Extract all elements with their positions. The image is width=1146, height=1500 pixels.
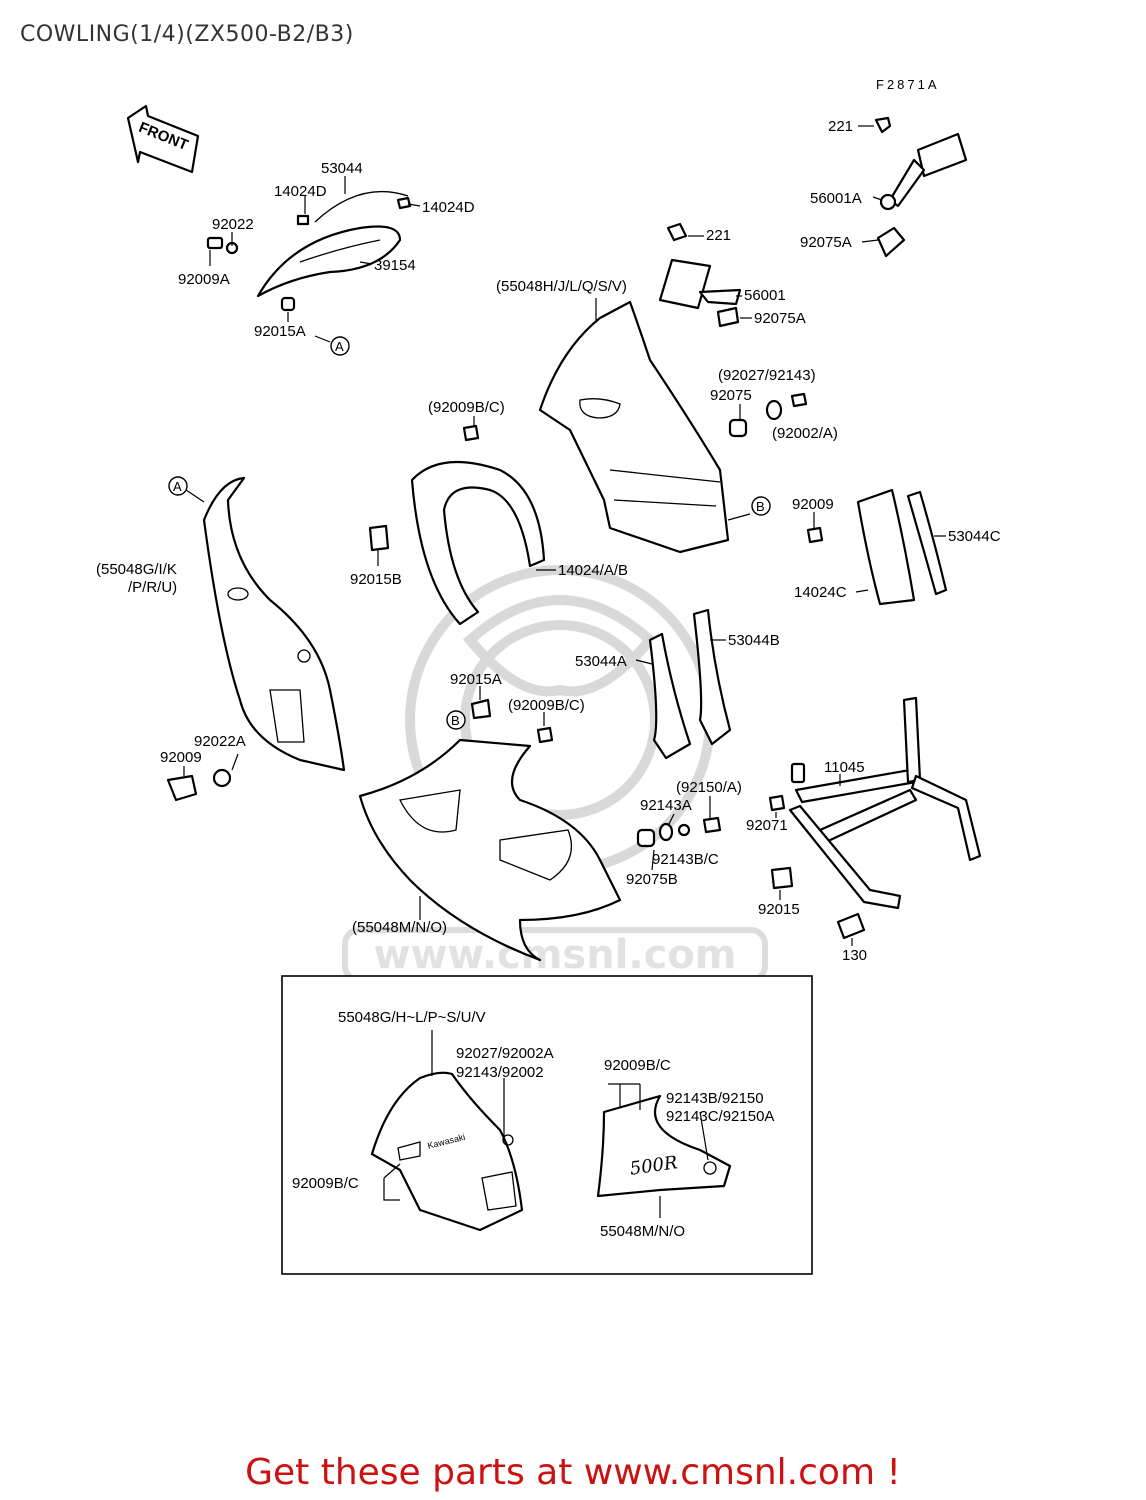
- part-92071: 92071: [746, 817, 788, 834]
- part-14024D-right: 14024D: [422, 199, 475, 216]
- figure-code: F2871A: [876, 77, 940, 92]
- part-221: 221: [706, 227, 731, 244]
- part-53044B: 53044B: [728, 632, 780, 649]
- part-92075B: 92075B: [626, 871, 678, 888]
- part-92022: 92022: [212, 216, 254, 233]
- callout-A-top: A: [330, 336, 350, 356]
- part-14024D-left: 14024D: [274, 183, 327, 200]
- svg-text:B: B: [756, 499, 765, 514]
- page-title: COWLING(1/4)(ZX500-B2/B3): [20, 22, 354, 47]
- part-130: 130: [842, 947, 867, 964]
- part-55048G-line2: /P/R/U): [128, 579, 177, 596]
- inset-ref-a: 92027/92002A: [456, 1045, 554, 1062]
- fasteners-92143-92150: [636, 816, 722, 848]
- part-92150: (92150/A): [676, 779, 742, 796]
- watermark-text: www.cmsnl.com: [374, 932, 737, 978]
- part-92075A: 92075A: [754, 310, 806, 327]
- svg-text:B: B: [451, 713, 460, 728]
- callout-B-top: B: [751, 496, 771, 516]
- inset-ref-b: 92143/92002: [456, 1064, 544, 1081]
- inset-upper-ref: 55048G/H~L/P~S/U/V: [338, 1009, 486, 1026]
- part-92009A: 92009A: [178, 271, 230, 288]
- callout-A-left: A: [168, 476, 188, 496]
- strips-53044AB: [648, 608, 732, 760]
- part-92009BC-mid: (92009B/C): [508, 697, 585, 714]
- side-cowling-left: [202, 476, 346, 772]
- part-92009BC-top: (92009B/C): [428, 399, 505, 416]
- part-92075A-top: 92075A: [800, 234, 852, 251]
- part-55048G-line1: (55048G/I/K: [96, 561, 177, 578]
- part-92009-left: 92009: [160, 749, 202, 766]
- upper-cowling-right: [538, 300, 730, 554]
- inset-upper-cowling: Kawasaki: [370, 1071, 524, 1232]
- part-53044: 53044: [321, 160, 363, 177]
- part-14024C: 14024C: [794, 584, 847, 601]
- part-39154: 39154: [374, 257, 416, 274]
- part-55048H: (55048H/J/L/Q/S/V): [496, 278, 627, 295]
- inset-lower-ref-top: 92009B/C: [604, 1057, 671, 1074]
- part-92015: 92015: [758, 901, 800, 918]
- part-92143A: 92143A: [640, 797, 692, 814]
- inset-ref-c: 92009B/C: [292, 1175, 359, 1192]
- inner-cowling: [410, 460, 546, 626]
- part-92022A: 92022A: [194, 733, 246, 750]
- inset-lower-cowling: 500R: [596, 1094, 732, 1198]
- part-55048MNO: (55048M/N/O): [352, 919, 447, 936]
- inset-lower-ref: 55048M/N/O: [600, 1223, 685, 1240]
- part-221-top: 221: [828, 118, 853, 135]
- part-92027: (92027/92143): [718, 367, 816, 384]
- part-14024AB: 14024/A/B: [558, 562, 628, 579]
- mirror-56001A: [874, 116, 968, 258]
- part-56001: 56001: [744, 287, 786, 304]
- svg-text:A: A: [335, 339, 344, 354]
- part-92075: 92075: [710, 387, 752, 404]
- part-92002: (92002/A): [772, 425, 838, 442]
- windshield-group: [206, 190, 412, 312]
- stay-bracket: [788, 696, 982, 910]
- inset-lower-ref-b: 92143B/92150: [666, 1090, 764, 1107]
- part-92015A-mid: 92015A: [450, 671, 502, 688]
- part-92015B: 92015B: [350, 571, 402, 588]
- svg-text:A: A: [173, 479, 182, 494]
- exploded-parts-diagram: www.cmsnl.com F2871A FRONT 53044 14024D …: [96, 77, 1001, 1275]
- part-11045: 11045: [824, 759, 865, 776]
- part-53044C: 53044C: [948, 528, 1001, 545]
- lower-cowling: [358, 738, 622, 962]
- footer-promo-link[interactable]: Get these parts at www.cmsnl.com !: [245, 1452, 901, 1493]
- fasteners-92027-92002: [728, 392, 808, 438]
- callout-B-lower: B: [446, 710, 466, 730]
- mirror-56001: [658, 222, 742, 328]
- part-53044A: 53044A: [575, 653, 627, 670]
- part-56001A: 56001A: [810, 190, 862, 207]
- front-arrow-icon: FRONT: [126, 104, 200, 174]
- side-panel-14024C: [806, 488, 948, 606]
- inset-lower-ref-c: 92143C/92150A: [666, 1108, 774, 1125]
- part-92143BC: 92143B/C: [652, 851, 719, 868]
- part-92015A-top: 92015A: [254, 323, 306, 340]
- part-92009-right: 92009: [792, 496, 834, 513]
- inset-box: [281, 975, 813, 1275]
